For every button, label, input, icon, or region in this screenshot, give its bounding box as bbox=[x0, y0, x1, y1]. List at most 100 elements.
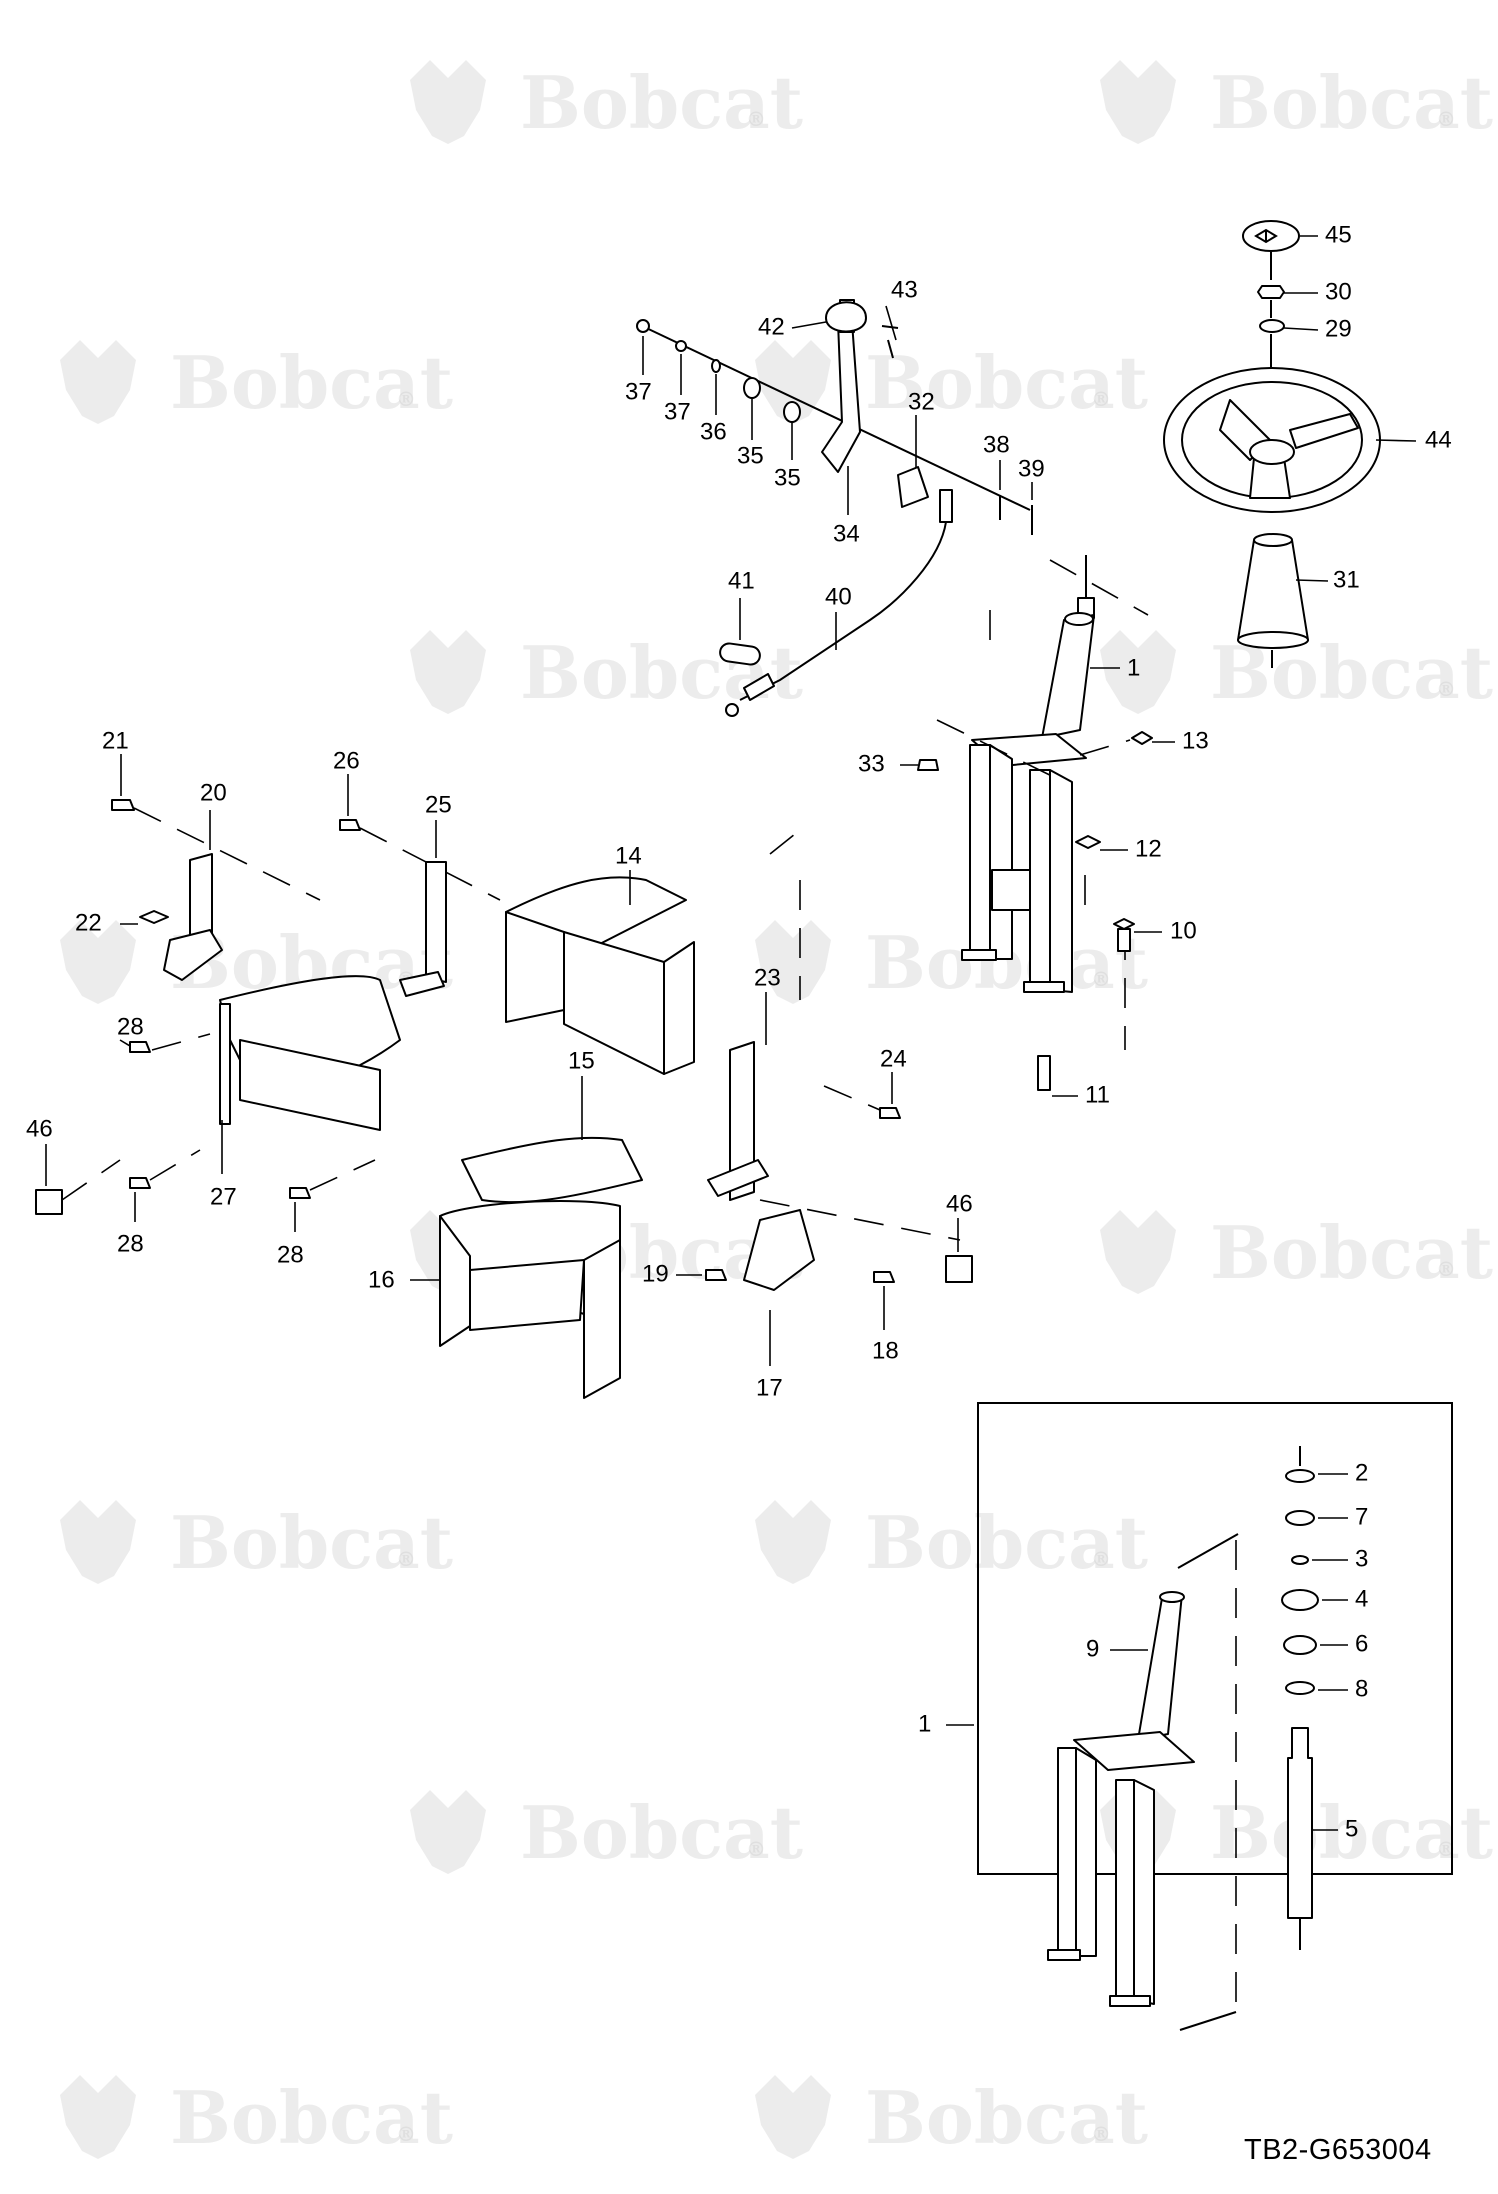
bobcat-logo-icon bbox=[755, 1500, 831, 1584]
shaft-5 bbox=[1287, 1727, 1313, 1919]
steering-column-tube bbox=[1041, 614, 1095, 739]
cover-assembly bbox=[439, 829, 801, 1399]
bobcat-watermark: Bobcat® bbox=[60, 920, 453, 1005]
callout-42: 42 bbox=[758, 313, 785, 340]
watermark-registered-mark: ® bbox=[1091, 387, 1111, 411]
wheel-washer bbox=[1259, 319, 1285, 333]
callout-leaders bbox=[45, 235, 1417, 1831]
callout-6: 6 bbox=[1355, 1630, 1368, 1657]
nut-22 bbox=[139, 910, 169, 924]
callout-37a: 37 bbox=[625, 378, 652, 405]
callout-22: 22 bbox=[75, 909, 102, 936]
washer-35a bbox=[743, 377, 761, 399]
bobcat-watermark: Bobcat® bbox=[755, 2075, 1148, 2160]
grommet-41 bbox=[719, 642, 761, 666]
bolt-13 bbox=[1131, 731, 1153, 745]
callout-19: 19 bbox=[642, 1260, 669, 1287]
left-bracket-assembly bbox=[35, 799, 501, 1215]
callout-40: 40 bbox=[825, 583, 852, 610]
watermark-registered-mark: ® bbox=[396, 2122, 416, 2146]
bobcat-watermark: Bobcat® bbox=[60, 340, 453, 425]
bracket-32 bbox=[897, 466, 929, 508]
steering-column-assembly bbox=[936, 555, 1131, 1050]
bearing-4 bbox=[1281, 1589, 1319, 1611]
callout-29: 29 bbox=[1325, 315, 1352, 342]
callout-28c: 28 bbox=[277, 1241, 304, 1268]
watermark-registered-mark: ® bbox=[746, 1837, 766, 1861]
bobcat-watermark: Bobcat® bbox=[60, 1500, 453, 1585]
bobcat-watermark: Bobcat® bbox=[60, 2075, 453, 2160]
bobcat-watermark: Bobcat® bbox=[410, 630, 803, 715]
callout-5: 5 bbox=[1345, 1815, 1358, 1842]
bobcat-logo-icon bbox=[1100, 1210, 1176, 1294]
leader-line-29 bbox=[1283, 327, 1319, 331]
washer-35b bbox=[783, 401, 801, 423]
bobcat-watermark: Bobcat® bbox=[755, 1500, 1148, 1585]
wheel-nut bbox=[1257, 285, 1285, 299]
callout-45: 45 bbox=[1325, 221, 1352, 248]
bolt-28b bbox=[129, 1177, 151, 1189]
right-bracket-assembly bbox=[705, 1041, 973, 1291]
stud-11 bbox=[1037, 1055, 1051, 1091]
steering-column-boot bbox=[1237, 539, 1309, 641]
callout-33: 33 bbox=[858, 750, 885, 777]
callout-9: 9 bbox=[1086, 1635, 1099, 1662]
callout-21: 21 bbox=[102, 727, 129, 754]
callout-28a: 28 bbox=[117, 1013, 144, 1040]
callout-41: 41 bbox=[728, 567, 755, 594]
callout-10: 10 bbox=[1170, 917, 1197, 944]
bobcat-watermark: Bobcat® bbox=[1100, 60, 1493, 145]
bolt-18 bbox=[873, 1271, 895, 1283]
bobcat-watermark: Bobcat® bbox=[1100, 1210, 1493, 1295]
column-tube-9 bbox=[1137, 1593, 1183, 1741]
bobcat-logo-icon bbox=[410, 60, 486, 144]
watermark-registered-mark: ® bbox=[396, 387, 416, 411]
callout-37b: 37 bbox=[664, 398, 691, 425]
callout-17: 17 bbox=[756, 1374, 783, 1401]
callout-3: 3 bbox=[1355, 1545, 1368, 1572]
cable-40-end bbox=[743, 673, 775, 701]
watermark-registered-mark: ® bbox=[1091, 967, 1111, 991]
bobcat-logo-icon bbox=[755, 2075, 831, 2159]
nut-12 bbox=[1075, 835, 1101, 849]
leader-line-extra-1 bbox=[119, 1039, 131, 1047]
callout-30: 30 bbox=[1325, 278, 1352, 305]
pin-37b bbox=[675, 340, 687, 352]
callout-labels: 1234567891011121314151617181920212223242… bbox=[26, 221, 1452, 1842]
ring-3 bbox=[1291, 1555, 1309, 1565]
bobcat-logo-icon bbox=[60, 340, 136, 424]
watermark-registered-mark: ® bbox=[1436, 1257, 1456, 1281]
column-fasteners bbox=[917, 731, 1153, 1091]
watermark-text: Bobcat bbox=[520, 60, 803, 145]
callout-28b: 28 bbox=[117, 1230, 144, 1257]
cap-46-right bbox=[945, 1255, 973, 1283]
lever-assembly bbox=[636, 299, 1149, 717]
bobcat-logo-icon bbox=[1100, 60, 1176, 144]
bobcat-watermark: Bobcat® bbox=[755, 920, 1148, 1005]
watermark-registered-mark: ® bbox=[1091, 2122, 1111, 2146]
callout-2: 2 bbox=[1355, 1459, 1368, 1486]
bolt-10-shank bbox=[1117, 928, 1131, 952]
snap-ring-2 bbox=[1285, 1469, 1315, 1483]
watermark-text: Bobcat bbox=[520, 1790, 803, 1875]
callout-12: 12 bbox=[1135, 835, 1162, 862]
bobcat-logo-icon bbox=[755, 340, 831, 424]
callout-46b: 46 bbox=[946, 1190, 973, 1217]
callout-4: 4 bbox=[1355, 1585, 1368, 1612]
callout-20: 20 bbox=[200, 779, 227, 806]
nut-19 bbox=[705, 1269, 727, 1281]
plate-15 bbox=[461, 1136, 643, 1204]
bobcat-logo-icon bbox=[60, 2075, 136, 2159]
detail-frame bbox=[977, 1402, 1453, 1875]
callout-1: 1 bbox=[1127, 654, 1140, 681]
watermark-text: Bobcat bbox=[1210, 1210, 1493, 1295]
callout-25: 25 bbox=[425, 791, 452, 818]
watermark-registered-mark: ® bbox=[396, 1547, 416, 1571]
watermark-registered-mark: ® bbox=[746, 107, 766, 131]
bolt-24 bbox=[879, 1107, 901, 1119]
bobcat-logo-icon bbox=[1100, 630, 1176, 714]
lever-34 bbox=[821, 321, 861, 473]
bolt-28c bbox=[289, 1187, 311, 1199]
watermark-text: Bobcat bbox=[865, 2075, 1148, 2160]
